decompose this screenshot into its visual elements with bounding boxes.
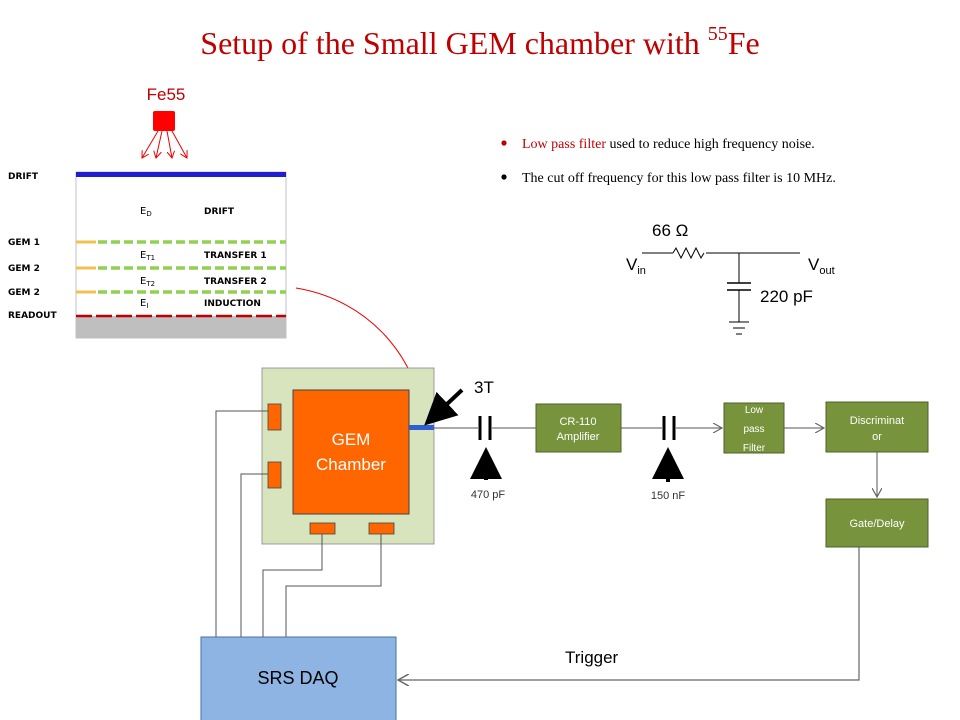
region-label: INDUCTION: [204, 299, 261, 309]
gem-chamber-label-2: Chamber: [316, 455, 386, 474]
discriminator-block: [825, 401, 929, 453]
layer-label: GEM 2: [8, 288, 40, 298]
cap1-label: 470 pF: [471, 489, 506, 501]
resistor-label: 66 Ω: [652, 221, 688, 240]
page-title: Setup of the Small GEM chamber with 55Fe: [200, 23, 759, 61]
field-label: EI: [140, 298, 148, 310]
layer-label: GEM 1: [8, 238, 40, 248]
resistor-symbol: [672, 246, 705, 260]
trigger-line: [398, 547, 860, 680]
gem-chamber-label-1: GEM: [332, 430, 371, 449]
discriminator-label-2: or: [872, 431, 882, 443]
three-t-arrow: [424, 388, 464, 426]
lowpass-schematic: [642, 246, 800, 335]
field-label: ET2: [140, 276, 155, 288]
region-label: TRANSFER 1: [204, 251, 267, 261]
gem-stack: DRIFT GEM 1 GEM 2 GEM 2 READOUT ED DRIFT…: [8, 171, 287, 339]
srs-daq-label: SRS DAQ: [257, 668, 338, 688]
gate-delay-block: [825, 498, 929, 548]
region-label: DRIFT: [204, 207, 235, 217]
layer-label: DRIFT: [8, 172, 39, 182]
pad-cables: [215, 410, 382, 637]
amplifier-label-1: CR-110: [559, 416, 596, 428]
discriminator-label-1: Discriminat: [850, 415, 904, 427]
gem-chamber: [292, 389, 410, 515]
drift-electrode: [76, 172, 286, 177]
bullet-1: Low pass filter used to reduce high freq…: [522, 137, 815, 152]
bullet-2: The cut off frequency for this low pass …: [522, 171, 836, 186]
field-label: ET1: [140, 250, 155, 262]
layer-label: GEM 2: [8, 264, 40, 274]
vin-label: Vin: [626, 255, 646, 277]
srs-daq-block: [200, 636, 397, 720]
vout-label: Vout: [808, 255, 835, 277]
region-label: TRANSFER 2: [204, 277, 267, 287]
amplifier-label-2: Amplifier: [557, 431, 600, 443]
gate-delay-label: Gate/Delay: [849, 518, 905, 530]
layer-label: READOUT: [8, 311, 57, 321]
connector-pad: [368, 522, 395, 535]
connector-pad: [267, 461, 282, 489]
lowpass-label-1: Low: [745, 405, 764, 416]
signal-connector: [409, 425, 434, 430]
cap2-label: 150 nF: [651, 490, 686, 502]
bullet-list: Low pass filter used to reduce high freq…: [501, 137, 836, 186]
connector-pad: [309, 522, 336, 535]
source-rays: [142, 130, 187, 158]
three-t-label: 3T: [474, 378, 494, 397]
amplifier-block: [535, 403, 622, 453]
connector-pad: [267, 403, 282, 431]
trigger-label: Trigger: [565, 648, 619, 667]
lowpass-label-3: Filter: [743, 443, 766, 454]
lowpass-label-2: pass: [743, 424, 764, 435]
capacitor-label: 220 pF: [760, 287, 813, 306]
field-label: ED: [140, 206, 152, 218]
fe55-source: [153, 111, 175, 131]
source-label: Fe55: [147, 85, 186, 104]
